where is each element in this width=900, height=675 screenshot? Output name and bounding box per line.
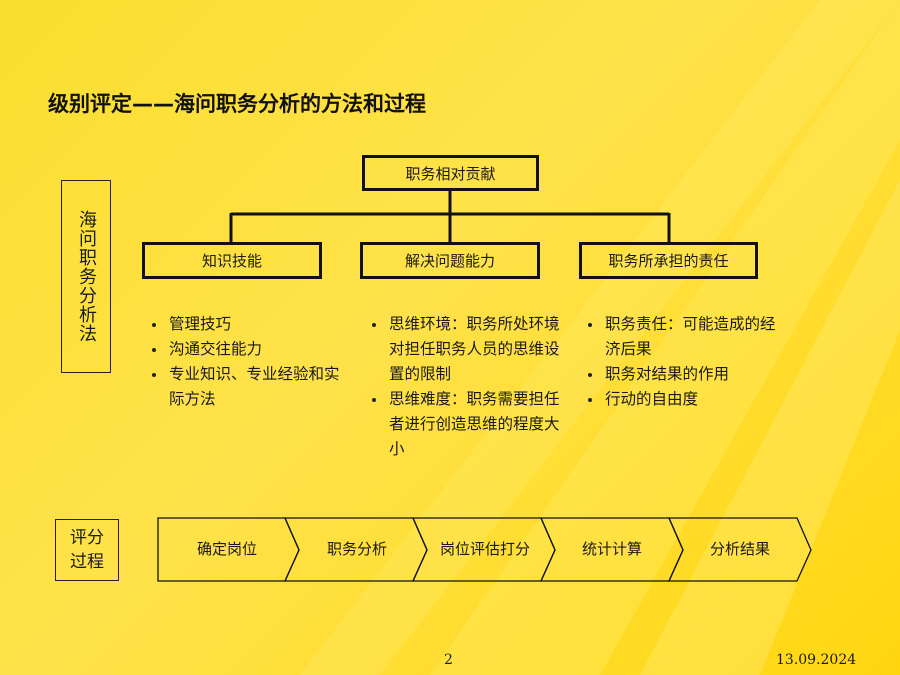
list-item: 行动的自由度 xyxy=(583,387,783,412)
list-item: 职务责任：可能造成的经济后果 xyxy=(583,312,783,362)
node-problem-solving: 解决问题能力 xyxy=(360,242,540,279)
node-knowledge-skills: 知识技能 xyxy=(142,242,322,279)
process-step: 分析结果 xyxy=(709,540,770,558)
method-label-box: 海问职务分析法 xyxy=(61,180,111,373)
knowledge-skills-list: 管理技巧 沟通交往能力 专业知识、专业经验和实际方法 xyxy=(147,312,347,412)
method-label: 海问职务分析法 xyxy=(76,210,97,343)
root-node-contribution: 职务相对贡献 xyxy=(362,155,539,191)
process-step: 确定岗位 xyxy=(196,540,257,558)
node-responsibility: 职务所承担的责任 xyxy=(579,242,758,279)
list-item: 职务对结果的作用 xyxy=(583,362,783,387)
process-step-shape xyxy=(667,517,812,582)
slide-title: 级别评定——海问职务分析的方法和过程 xyxy=(48,92,426,116)
list-item: 专业知识、专业经验和实际方法 xyxy=(147,362,347,412)
page-number: 2 xyxy=(444,652,453,668)
footer-date: 13.09.2024 xyxy=(776,652,857,668)
problem-solving-list: 思维环境：职务所处环境对担任职务人员的思维设置的限制 思维难度：职务需要担任者进… xyxy=(367,312,567,462)
scoring-process-label: 评分 过程 xyxy=(55,519,119,581)
process-step: 职务分析 xyxy=(326,540,387,558)
process-step: 统计计算 xyxy=(581,540,642,558)
list-item: 沟通交往能力 xyxy=(147,337,347,362)
responsibility-list: 职务责任：可能造成的经济后果 职务对结果的作用 行动的自由度 xyxy=(583,312,783,412)
list-item: 思维环境：职务所处环境对担任职务人员的思维设置的限制 xyxy=(367,312,567,387)
process-chevrons xyxy=(157,517,812,582)
list-item: 管理技巧 xyxy=(147,312,347,337)
process-step: 岗位评估打分 xyxy=(439,540,530,558)
list-item: 思维难度：职务需要担任者进行创造思维的程度大小 xyxy=(367,387,567,462)
